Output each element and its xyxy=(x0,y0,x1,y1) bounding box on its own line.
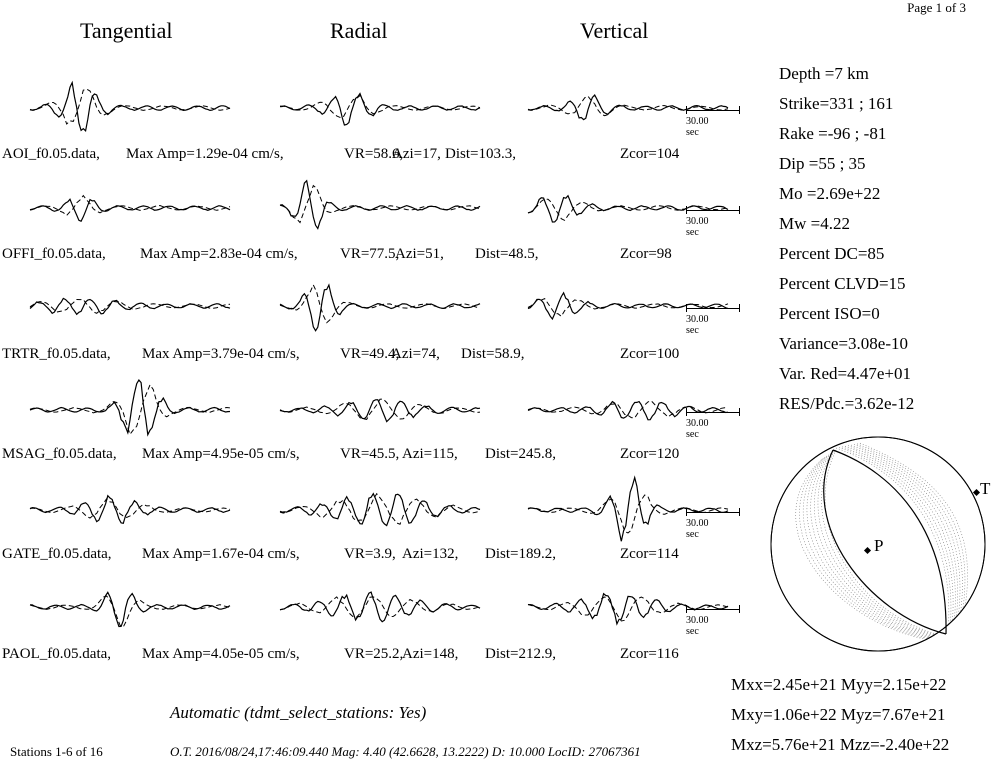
station-dist: Dist=103.3, xyxy=(445,146,516,162)
waveform-trace xyxy=(29,378,231,437)
station-zcor: Zcor=98 xyxy=(620,246,672,262)
scale-bar-label: 30.00 sec xyxy=(686,615,709,637)
waveform-trace xyxy=(279,283,481,332)
scale-bar-label: 30.00 sec xyxy=(686,116,709,138)
scale-bar-label: 30.00 sec xyxy=(686,418,709,440)
scale-bar-label: 30.00 sec xyxy=(686,314,709,336)
parameter-line: Percent DC=85 xyxy=(779,244,885,263)
parameter-line: Mw =4.22 xyxy=(779,214,850,233)
station-azi: Azi=115, xyxy=(402,446,458,462)
nodal-plane-1 xyxy=(823,449,947,635)
parameter-line: Percent CLVD=15 xyxy=(779,274,906,293)
parameter-line: Strike=331 ; 161 xyxy=(779,94,894,113)
svg-text:P: P xyxy=(874,536,883,555)
parameter-line: Depth =7 km xyxy=(779,64,869,83)
scale-bar-line xyxy=(686,304,740,312)
waveform-trace xyxy=(527,194,729,223)
station-dist: Dist=245.8, xyxy=(485,446,556,462)
station-vr: VR=77.5, xyxy=(340,246,400,262)
parameter-line: Percent ISO=0 xyxy=(779,304,880,323)
parameter-line: RES/Pdc.=3.62e-12 xyxy=(779,394,915,413)
scale-bar-line xyxy=(686,605,740,613)
waveform-trace xyxy=(29,297,231,316)
scale-bar-line xyxy=(686,106,740,114)
station-name: OFFI_f0.05.data, xyxy=(2,246,106,262)
page-indicator: Page 1 of 3 xyxy=(907,0,966,15)
station-amp: Max Amp=4.95e-05 cm/s, xyxy=(142,446,300,462)
parameter-line: Dip =55 ; 35 xyxy=(779,154,866,173)
station-zcor: Zcor=100 xyxy=(620,346,680,362)
station-name: TRTR_f0.05.data, xyxy=(2,346,111,362)
parameter-line: Mo =2.69e+22 xyxy=(779,184,881,203)
moment-tensor-row-1: Mxx=2.45e+21 Myy=2.15e+22 xyxy=(731,675,947,694)
moment-tensor-row-2: Mxy=1.06e+22 Myz=7.67e+21 xyxy=(731,705,946,724)
waveform-trace xyxy=(279,591,481,623)
station-amp: Max Amp=1.67e-04 cm/s, xyxy=(142,546,300,562)
waveform-trace xyxy=(29,494,231,525)
station-name: PAOL_f0.05.data, xyxy=(2,646,112,662)
station-vr: VR=3.9, xyxy=(344,546,396,562)
svg-text:T: T xyxy=(980,479,991,498)
scale-bar-line xyxy=(686,206,740,214)
station-dist: Dist=58.9, xyxy=(461,346,525,362)
station-amp: Max Amp=3.79e-04 cm/s, xyxy=(142,346,300,362)
waveform-trace xyxy=(279,179,481,230)
t-axis-marker: T xyxy=(972,479,991,498)
station-dist: Dist=212.9, xyxy=(485,646,556,662)
station-azi: Azi=132, xyxy=(402,546,459,562)
station-azi: Azi=51, xyxy=(395,246,444,262)
station-azi: Azi=148, xyxy=(402,646,459,662)
station-zcor: Zcor=104 xyxy=(620,146,680,162)
waveform-trace xyxy=(527,400,729,421)
waveform-trace xyxy=(29,194,231,222)
station-dist: Dist=48.5, xyxy=(475,246,539,262)
station-vr: VR=49.4, xyxy=(340,346,400,362)
stations-range: Stations 1-6 of 16 xyxy=(10,744,103,759)
station-vr: VR=25.2, xyxy=(344,646,404,662)
scale-bar-label: 30.00 sec xyxy=(686,518,709,540)
station-amp: Max Amp=1.29e-04 cm/s, xyxy=(126,146,284,162)
p-axis-marker: P xyxy=(863,536,883,555)
station-vr: VR=45.5, xyxy=(340,446,400,462)
scale-bar-label: 30.00 sec xyxy=(686,216,709,238)
station-amp: Max Amp=4.05e-05 cm/s, xyxy=(142,646,300,662)
compressional-quadrant-shading xyxy=(795,442,968,642)
waveform-trace xyxy=(279,398,481,423)
parameter-line: Rake =-96 ; -81 xyxy=(779,124,887,143)
nodal-plane-2 xyxy=(832,449,947,635)
station-name: MSAG_f0.05.data, xyxy=(2,446,117,462)
waveform-trace xyxy=(527,93,729,121)
focal-mechanism-beachball: P T xyxy=(770,436,991,652)
mode-text: Automatic (tdmt_select_stations: Yes) xyxy=(170,703,427,722)
station-zcor: Zcor=116 xyxy=(620,646,679,662)
station-zcor: Zcor=120 xyxy=(620,446,680,462)
header-tangential: Tangential xyxy=(80,18,173,43)
waveform-trace xyxy=(29,80,231,132)
station-name: GATE_f0.05.data, xyxy=(2,546,112,562)
header-radial: Radial xyxy=(330,18,388,43)
scale-bar-line xyxy=(686,508,740,516)
origin-info: O.T. 2016/08/24,17:46:09.440 Mag: 4.40 (… xyxy=(170,744,641,759)
scale-bar-line xyxy=(686,408,740,416)
station-azi: Azi=17, xyxy=(392,146,441,162)
station-dist: Dist=189.2, xyxy=(485,546,556,562)
parameter-line: Variance=3.08e-10 xyxy=(779,334,909,353)
waveform-trace xyxy=(527,475,729,542)
parameter-line: Var. Red=4.47e+01 xyxy=(779,364,912,383)
moment-tensor-row-3: Mxz=5.76e+21 Mzz=-2.40e+22 xyxy=(731,735,950,754)
station-zcor: Zcor=114 xyxy=(620,546,679,562)
waveform-trace xyxy=(527,291,729,321)
waveform-trace xyxy=(279,492,481,527)
waveform-trace xyxy=(279,92,481,126)
station-vr: VR=58.6, xyxy=(344,146,404,162)
station-amp: Max Amp=2.83e-04 cm/s, xyxy=(140,246,298,262)
waveform-trace xyxy=(29,591,231,628)
station-name: AOI_f0.05.data, xyxy=(2,146,100,162)
header-vertical: Vertical xyxy=(580,18,649,43)
station-azi: Azi=74, xyxy=(391,346,440,362)
